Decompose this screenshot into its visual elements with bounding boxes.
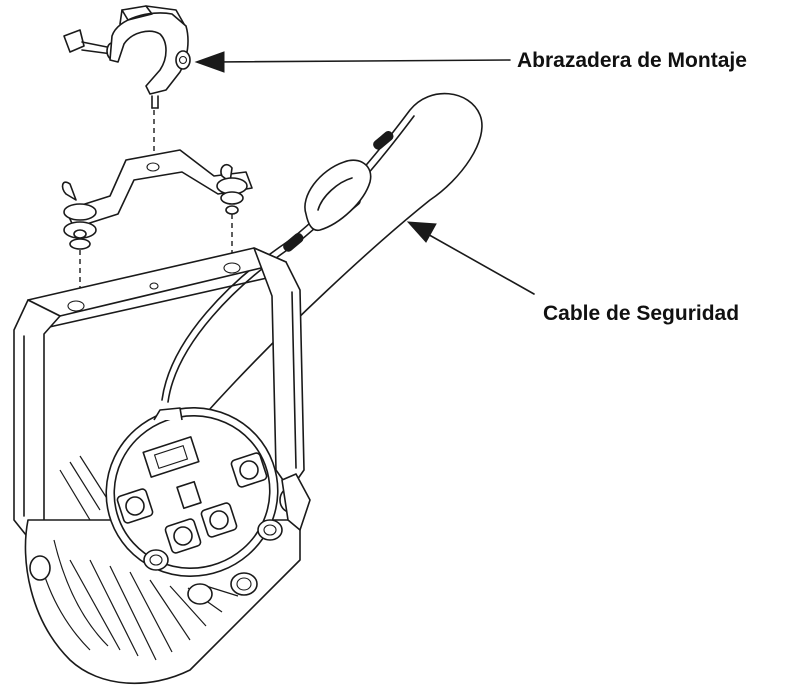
safety-cable-label: Cable de Seguridad xyxy=(543,302,740,325)
safety-cable-arrow xyxy=(406,221,535,295)
cable-crimp-upper xyxy=(373,131,394,150)
safety-cable-illustration xyxy=(161,92,483,421)
mounting-clamp-arrow xyxy=(194,51,511,73)
omega-bracket-illustration xyxy=(61,149,253,250)
connector-group xyxy=(116,452,268,554)
right-fastener xyxy=(216,163,248,215)
left-fastener xyxy=(61,181,97,250)
par-fixture-illustration xyxy=(13,247,311,685)
mounting-clamp-label: Abrazadera de Montaje xyxy=(517,49,747,72)
display-panel xyxy=(142,436,200,478)
cable-carabiner xyxy=(304,159,372,232)
cable-crimp-lower xyxy=(283,233,304,252)
mounting-clamp-illustration xyxy=(63,5,191,109)
